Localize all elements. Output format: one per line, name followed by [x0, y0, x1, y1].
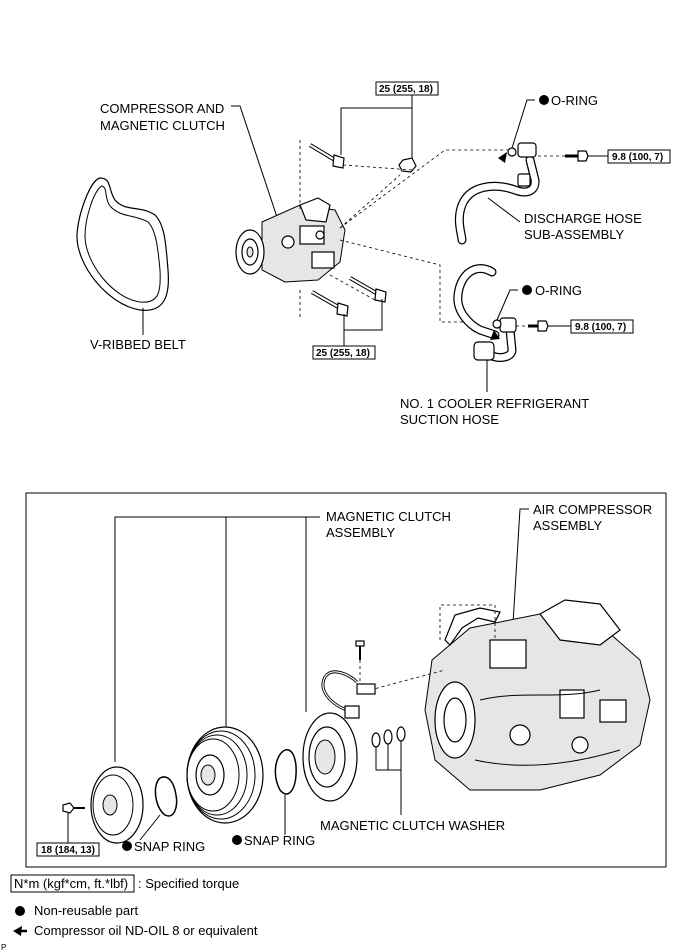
magnetic-clutch-washer-label: MAGNETIC CLUTCH WASHER — [320, 818, 505, 833]
oring-top-leader — [511, 99, 535, 149]
magnetic-clutch-label-line2: ASSEMBLY — [326, 525, 395, 540]
suction-hose-label-line2: SUCTION HOSE — [400, 412, 499, 427]
page-marker: P — [1, 943, 6, 952]
v-ribbed-belt-label: V-RIBBED BELT — [90, 337, 186, 352]
air-compressor-drawing — [424, 599, 651, 791]
clutch-pressure-plate — [90, 766, 144, 844]
lower-torque-box — [312, 345, 376, 360]
oring-top-bullet — [539, 95, 549, 105]
top-torque-leader — [340, 107, 413, 158]
discharge-hose-drawing — [454, 142, 540, 245]
clutch-hub-bolt — [62, 802, 85, 814]
v-ribbed-belt-drawing — [76, 177, 169, 311]
suction-oil-arrow — [490, 330, 500, 340]
discharge-torque-value: 9.8 (100, 7) — [612, 152, 663, 163]
discharge-hose-label-line2: SUB-ASSEMBLY — [524, 227, 625, 242]
legend-torque-box — [10, 874, 135, 893]
oring-mid-leader — [496, 289, 518, 321]
clutch-stator — [302, 712, 358, 802]
legend-oil-text: Compressor oil ND-OIL 8 or equivalent — [34, 923, 258, 938]
compressor-bracket — [444, 607, 501, 646]
snap-ring-2 — [274, 749, 297, 795]
snap-ring-1-bullet — [122, 841, 132, 851]
discharge-torque-box — [607, 149, 671, 164]
suction-bolt — [528, 320, 549, 332]
discharge-hose-leader — [487, 197, 521, 223]
legend-torque-unit: N*m (kgf*cm, ft.*lbf) — [14, 876, 128, 891]
top-torque-box — [375, 81, 439, 96]
air-compressor-leader — [511, 508, 529, 641]
snap-ring-1 — [154, 776, 178, 817]
clutch-bolt-torque-value: 18 (184, 13) — [41, 845, 95, 856]
oring-top-label: O-RING — [551, 93, 598, 108]
top-torque-value: 25 (255, 18) — [379, 84, 433, 95]
compressor-label-line2: MAGNETIC CLUTCH — [100, 118, 225, 133]
suction-torque-value: 9.8 (100, 7) — [575, 322, 626, 333]
clutch-bolt-torque-box — [36, 842, 100, 857]
discharge-hose-label-line1: DISCHARGE HOSE — [524, 211, 642, 226]
legend-nonreusable-text: Non-reusable part — [34, 903, 138, 918]
lower-torque-value: 25 (255, 18) — [316, 348, 370, 359]
lower-torque-leader — [343, 299, 383, 331]
compressor-leader — [231, 105, 283, 233]
discharge-bolt — [565, 150, 589, 162]
snap-ring-1-label: SNAP RING — [134, 839, 205, 854]
suction-torque-box — [570, 319, 634, 334]
harness-screw — [355, 640, 365, 660]
legend-nonreusable-bullet — [15, 906, 25, 916]
top-mount-bolt — [308, 143, 345, 169]
legend-torque-desc: : Specified torque — [138, 876, 239, 891]
clutch-exploded-frame — [25, 492, 667, 868]
clutch-pulley — [186, 726, 264, 824]
air-compressor-label-line1: AIR COMPRESSOR — [533, 502, 652, 517]
compressor-label-line1: COMPRESSOR AND — [100, 101, 224, 116]
suction-o-ring — [492, 319, 502, 329]
lower-mount-bolt-1 — [311, 290, 349, 317]
legend-oil-arrow — [13, 926, 22, 936]
magnetic-clutch-bracket — [114, 516, 320, 762]
magnetic-clutch-label-line1: MAGNETIC CLUTCH — [326, 509, 451, 524]
clutch-wire-harness — [321, 670, 376, 719]
air-compressor-label-line2: ASSEMBLY — [533, 518, 602, 533]
compressor-upper-drawing — [235, 197, 346, 283]
lower-mount-bolt-2 — [349, 276, 387, 303]
discharge-o-ring — [507, 147, 517, 157]
top-mount-nut — [398, 157, 417, 173]
snap-ring-2-label: SNAP RING — [244, 833, 315, 848]
oring-mid-label: O-RING — [535, 283, 582, 298]
suction-hose-label-line1: NO. 1 COOLER REFRIGERANT — [400, 396, 589, 411]
snap-ring-2-bullet — [232, 835, 242, 845]
discharge-oil-arrow — [498, 152, 507, 163]
suction-hose-drawing — [453, 264, 517, 362]
oring-mid-bullet — [522, 285, 532, 295]
